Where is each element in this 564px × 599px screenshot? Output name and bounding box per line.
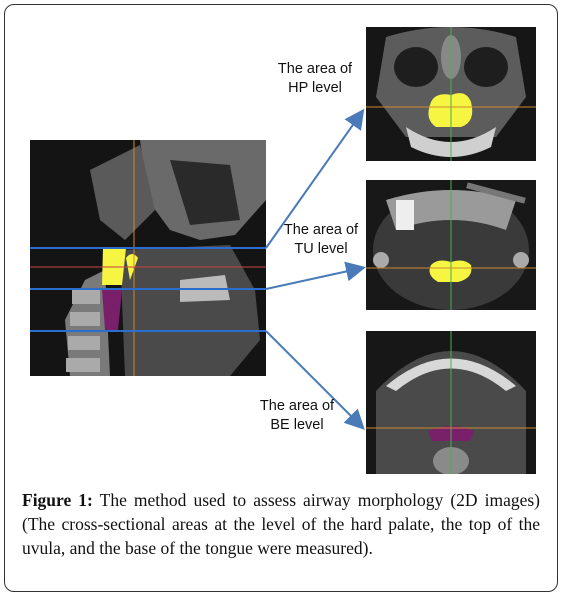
be-axial-ct-image: [366, 331, 536, 474]
hp-axial-ct-drawing: [366, 27, 536, 161]
tu-axial-ct-drawing: [366, 180, 536, 310]
be-label: The area of BE level: [259, 398, 335, 433]
hp-label: The area of HP level: [277, 61, 353, 96]
tu-label: The area of TU level: [283, 222, 359, 257]
be-airway-sagittal: [102, 290, 122, 330]
hp-airway-axial: [428, 93, 473, 127]
sagittal-ct-image: [30, 140, 266, 376]
tu-axial-ct-image: [366, 180, 536, 310]
figure-caption: Figure 1: The method used to assess airw…: [22, 488, 540, 560]
be-axial-ct-drawing: [366, 331, 536, 474]
sagittal-ct-drawing: [30, 140, 266, 376]
hp-axial-ct-image: [366, 27, 536, 161]
figure-label: Figure 1:: [22, 490, 93, 510]
caption-text: The method used to assess airway morphol…: [22, 490, 540, 558]
figure-frame: [4, 4, 558, 592]
